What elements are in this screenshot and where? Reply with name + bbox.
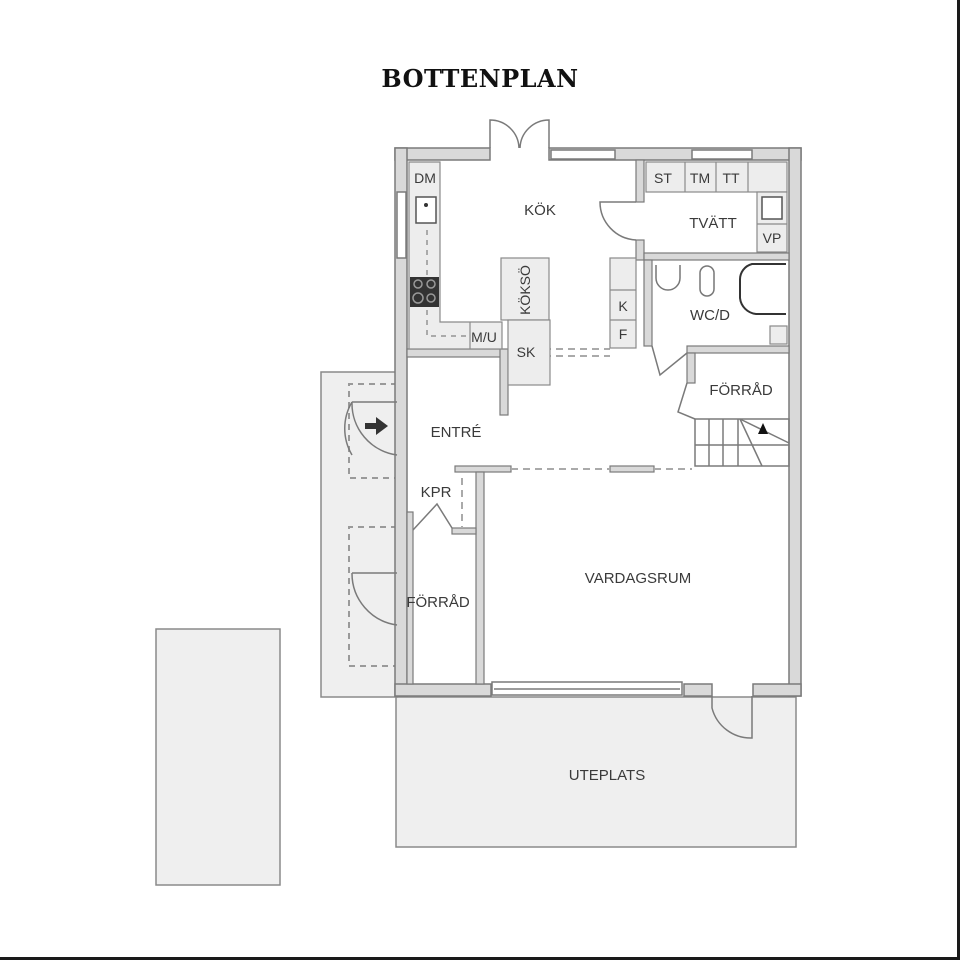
room-label-uteplats: UTEPLATS <box>569 767 645 784</box>
interior-walls <box>406 159 790 685</box>
fixture-label-mu: M/U <box>471 329 497 345</box>
porch-dashed-outline-upper <box>348 383 397 479</box>
fixture-label-dm: DM <box>414 170 436 186</box>
laundry-sink-icon <box>761 196 783 220</box>
washbasin-icon <box>655 265 681 291</box>
room-label-wcd: WC/D <box>690 307 730 324</box>
porch-dashed-outline-lower <box>348 526 397 667</box>
carport-area <box>155 628 281 886</box>
toilet-icon <box>699 265 715 297</box>
fixture-label-tm: TM <box>690 170 710 186</box>
windows <box>396 149 753 696</box>
fixture-label-f: F <box>619 326 628 342</box>
room-label-forrad-upper: FÖRRÅD <box>709 381 773 399</box>
fixture-label-vp: VP <box>763 230 782 246</box>
stair-direction-arrow-icon <box>758 423 768 434</box>
fixture-label-sk: SK <box>517 344 536 360</box>
room-label-kpr: KPR <box>421 484 452 501</box>
room-label-vardagsrum: VARDAGSRUM <box>585 570 691 587</box>
shower-icon <box>738 263 786 315</box>
plan-title: BOTTENPLAN <box>381 64 579 93</box>
fixture-label-st: ST <box>654 170 672 186</box>
bath-cabinet-icon <box>769 325 788 345</box>
entry-porch-area <box>320 371 398 698</box>
room-label-kok: KÖK <box>524 201 556 219</box>
sink-icon <box>415 196 437 224</box>
uteplats-area <box>395 696 797 848</box>
room-label-entre: ENTRÉ <box>431 424 482 441</box>
kitchen-dashed-line <box>426 230 470 337</box>
exterior-walls <box>394 147 802 697</box>
sink-drain-icon <box>424 203 428 207</box>
room-label-tvatt: TVÄTT <box>689 215 737 232</box>
staircase-icon <box>694 418 790 467</box>
fixture-label-tt: TT <box>722 170 740 186</box>
entrance-arrow-icon <box>365 417 388 435</box>
stove-icon <box>410 277 439 307</box>
room-label-forrad-lower: FÖRRÅD <box>406 593 470 611</box>
fixture-label-k: K <box>618 298 628 314</box>
doors <box>343 119 753 739</box>
dashed-partitions <box>461 348 692 527</box>
fixture-label-koksö: KÖKSÖ <box>516 265 533 315</box>
